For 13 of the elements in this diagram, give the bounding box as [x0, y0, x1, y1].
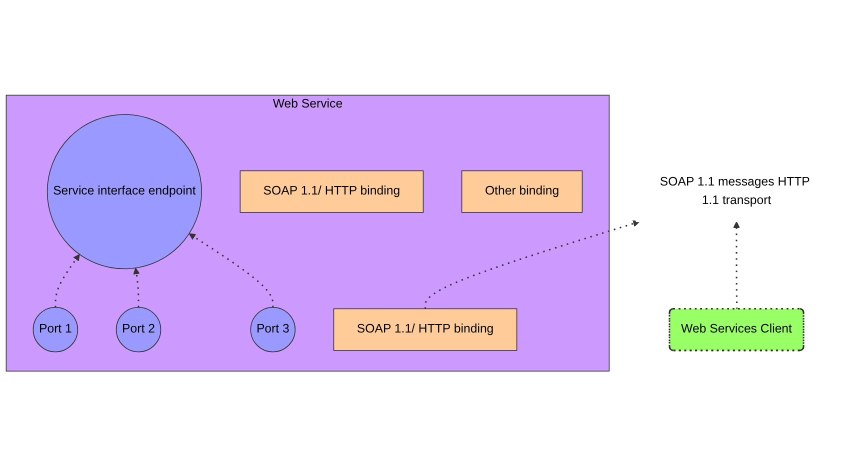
- node-text: SOAP 1.1 messages HTTP 1.1 transport: [660, 176, 810, 208]
- node-circle: Port 3: [250, 307, 296, 353]
- node-box: SOAP 1.1/ HTTP binding: [240, 170, 424, 214]
- arrow: [133, 268, 140, 308]
- arrow: [733, 222, 740, 310]
- node-circle: Service interface endpoint: [46, 114, 202, 270]
- node-box: SOAP 1.1/ HTTP binding: [333, 308, 518, 352]
- arrow: [424, 220, 640, 310]
- arrow: [188, 234, 274, 308]
- node-circle: Port 1: [32, 307, 78, 353]
- node-circle: Port 2: [116, 307, 162, 353]
- arrow: [54, 254, 80, 308]
- node-box: Other binding: [461, 170, 583, 214]
